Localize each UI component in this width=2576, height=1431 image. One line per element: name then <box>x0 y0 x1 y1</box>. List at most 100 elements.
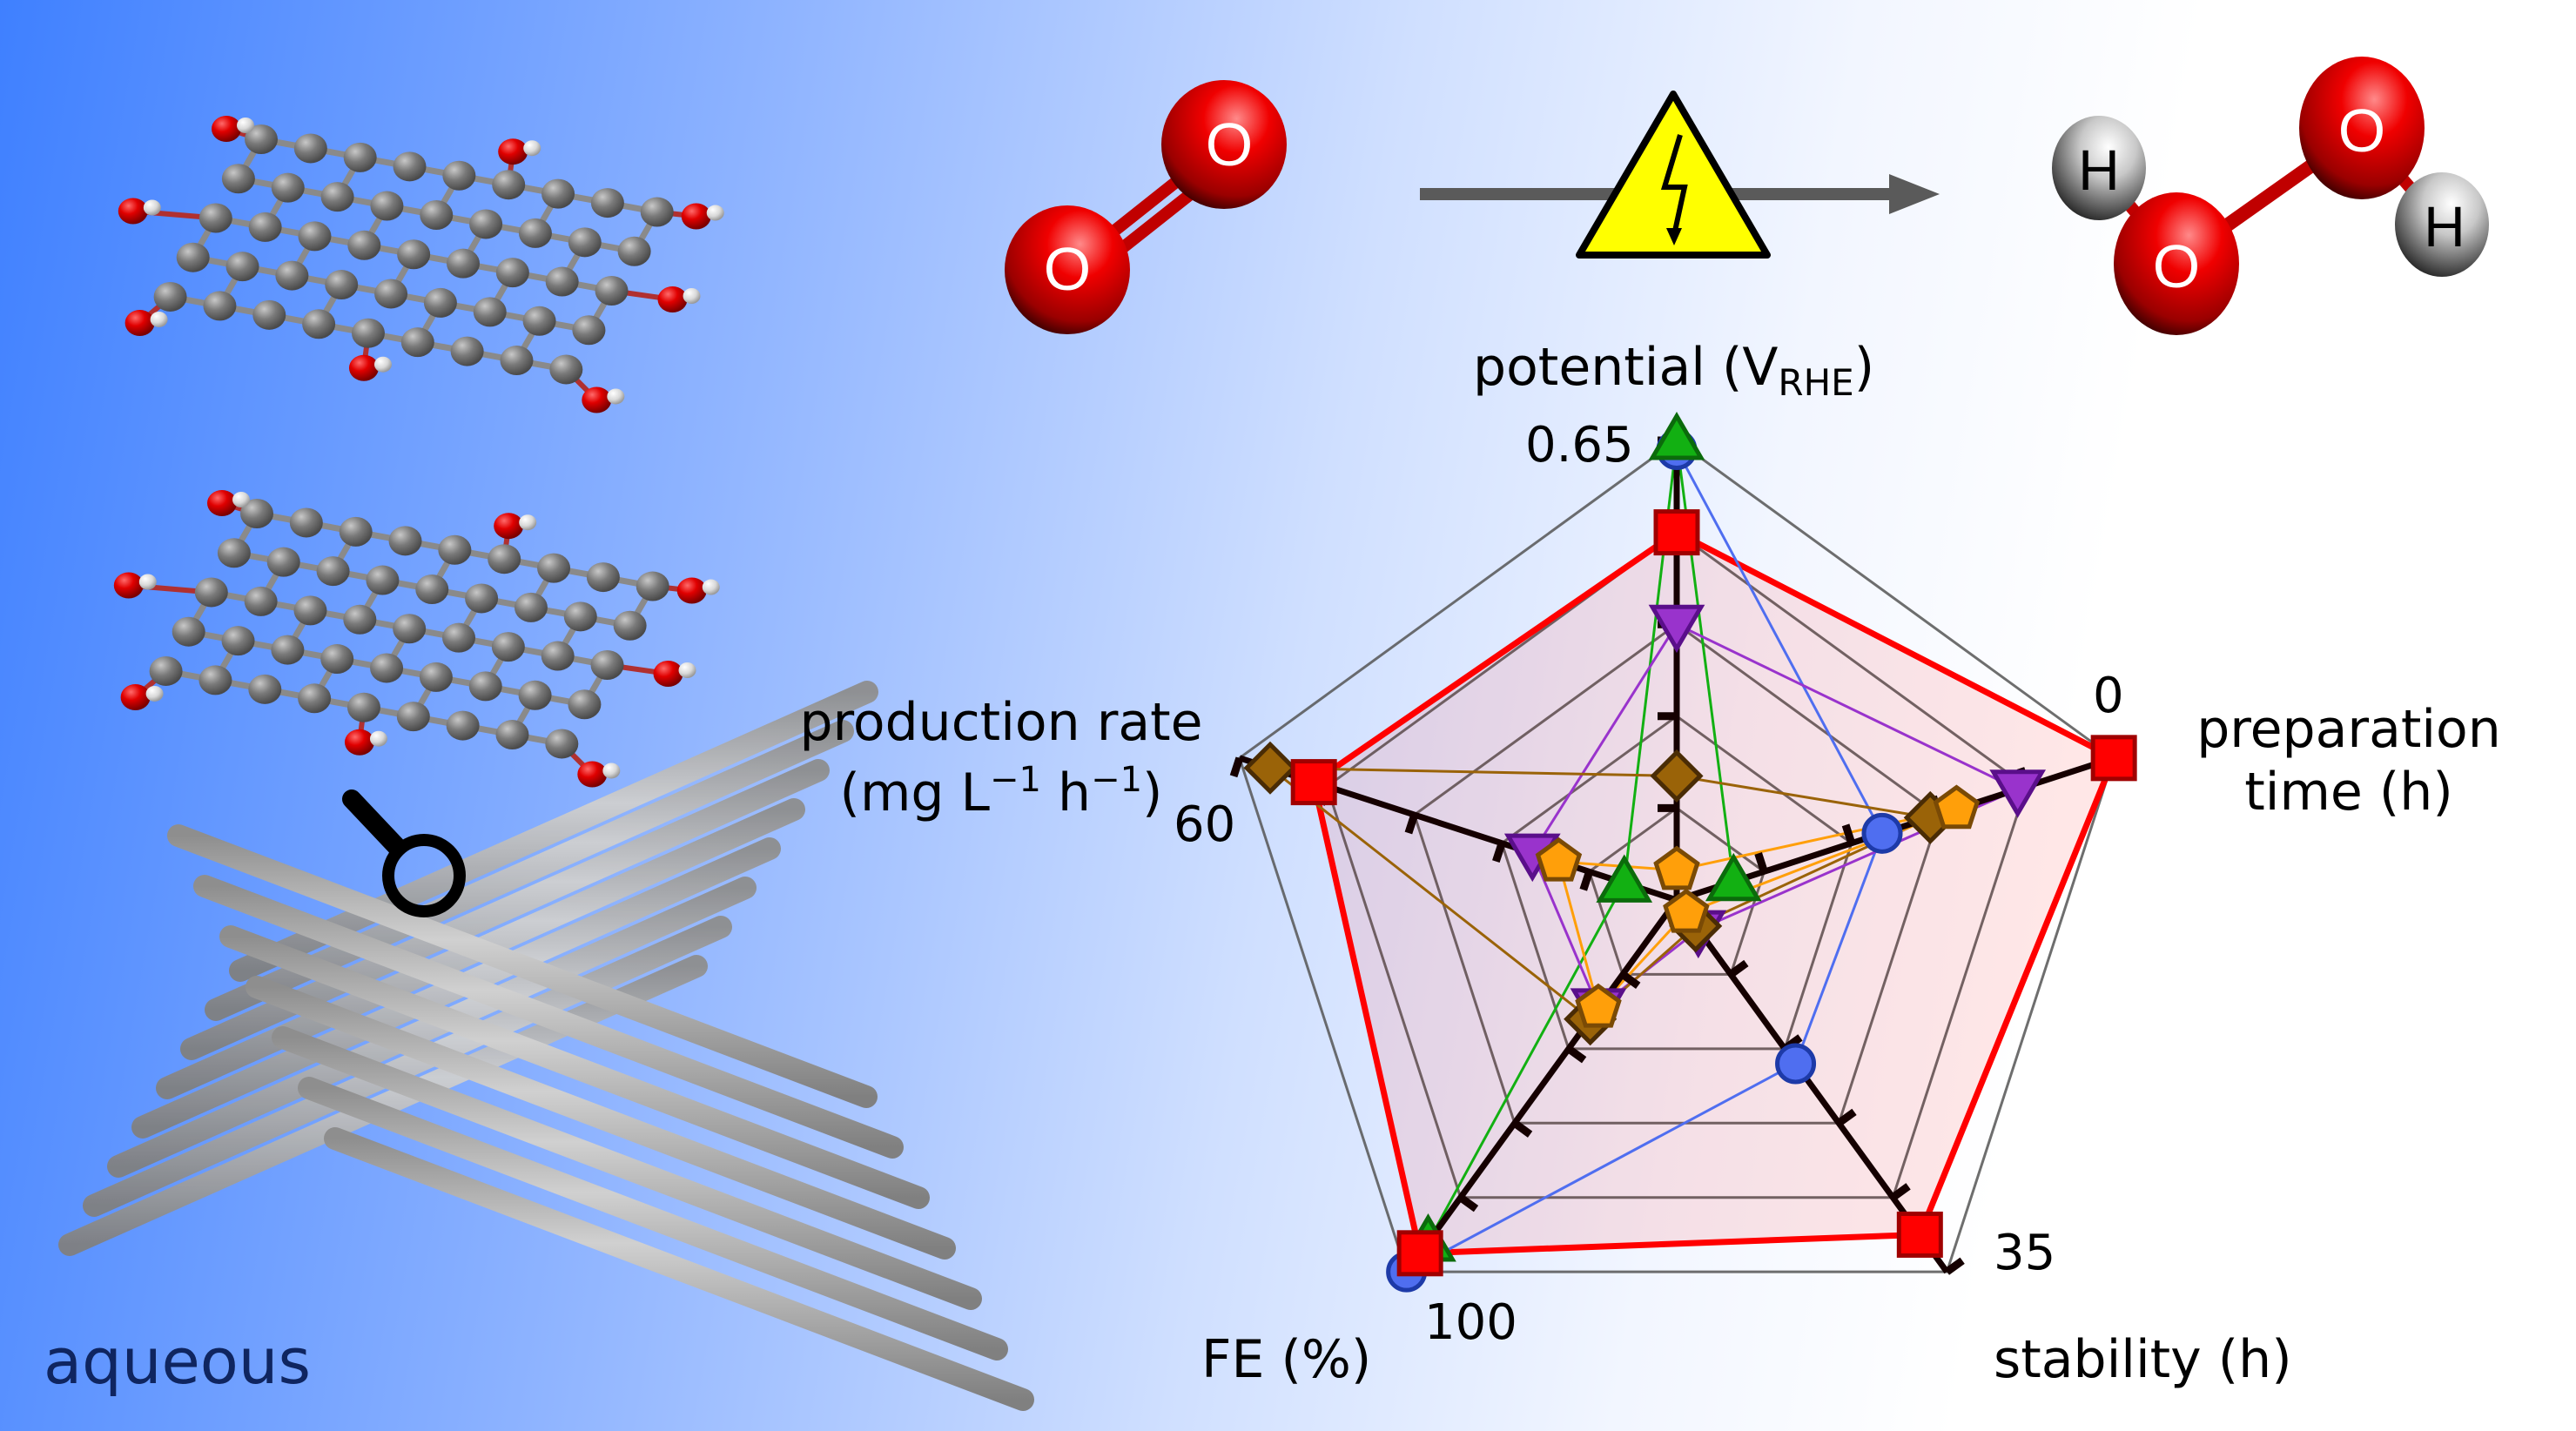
hydrogen-atom <box>2052 116 2146 220</box>
radar-markers <box>1243 412 2137 1293</box>
series-line-red-square <box>1312 529 1678 785</box>
carbon-atom <box>293 595 327 626</box>
carbon-atom <box>153 281 187 312</box>
carbon-atom <box>473 297 507 327</box>
carbon-atom <box>289 507 323 538</box>
series-line-orange-pentagon <box>1557 861 1600 1009</box>
carbon-atom <box>442 160 476 191</box>
mesh-rod <box>193 875 904 1159</box>
grid-ring <box>1500 714 1853 1051</box>
tick-label-potential: 0.65 <box>1525 417 1634 474</box>
carbon-atom <box>590 650 624 680</box>
carbon-atom <box>240 499 273 528</box>
hydrogen-atom <box>602 763 621 779</box>
series-line-red-square <box>1675 529 2115 761</box>
hydrogen-atom <box>683 288 701 304</box>
hydrogen-atom <box>702 579 720 595</box>
mesh-rod <box>219 925 930 1209</box>
carbon-atom <box>450 336 484 366</box>
carbon-atom <box>586 562 620 593</box>
series-line-brown-diamond <box>1676 774 1931 819</box>
carbon-fiber-mesh <box>58 681 1034 1411</box>
axis-tick <box>1458 1194 1479 1213</box>
atoms <box>113 490 720 788</box>
axis-tick <box>1492 842 1506 863</box>
carbon-atom <box>541 178 575 209</box>
marker-orange-pentagon-preparation <box>1933 784 1981 830</box>
carbon-atom <box>495 258 529 288</box>
carbon-atom <box>595 276 629 306</box>
marker-red-square-stability <box>1896 1211 1943 1258</box>
carbon-atom <box>495 720 529 750</box>
axis-tick <box>1404 813 1418 835</box>
marker-orange-pentagon-stability <box>1663 888 1710 933</box>
carbon-atom <box>563 601 597 632</box>
carbon-atom <box>320 644 354 675</box>
marker-brown-diamond-production <box>1243 741 1297 795</box>
carbon-atom <box>320 182 354 212</box>
mesh-rod <box>83 916 732 1217</box>
marker-blue-circle-preparation <box>1861 812 1903 854</box>
axis-line-fe <box>1403 897 1679 1274</box>
marker-red-square-preparation <box>2090 735 2137 782</box>
carbon-atom <box>271 635 305 665</box>
series-line-blue-circle <box>1675 448 1884 835</box>
series-line-blue-circle <box>1794 832 1884 1065</box>
carbon-atom <box>568 227 602 258</box>
carbon-atom <box>149 655 183 686</box>
carbon-atom <box>293 133 327 164</box>
axis-tick <box>1754 852 1768 873</box>
carbon-atom <box>275 260 309 291</box>
grid-ring <box>1412 622 1941 1125</box>
mesh-rod <box>167 824 878 1108</box>
carbon-atom <box>248 674 282 704</box>
carbon-atom <box>351 318 385 348</box>
axis-label-stability: stability (h) <box>1994 1329 2292 1390</box>
carbon-atom <box>245 124 278 154</box>
oxygen-atom <box>120 683 151 710</box>
carbon-atom <box>419 662 453 692</box>
mesh-rod <box>107 877 757 1178</box>
carbon-atom <box>396 702 430 732</box>
oxygen-atom <box>577 761 608 788</box>
oxygen-atom <box>118 198 148 225</box>
series-line-red-square <box>1917 756 2117 1236</box>
carbon-atom <box>366 565 400 595</box>
hydrogen-atom <box>519 514 537 531</box>
axis-label-production: production rate (mg L−1 h−1) <box>799 692 1203 823</box>
carbon-atom <box>522 306 556 336</box>
hydrogen-atom <box>138 574 157 590</box>
hydrogen-atom <box>678 662 696 678</box>
carbon-atom <box>636 571 669 601</box>
axis-label-fe: FE (%) <box>1201 1329 1372 1390</box>
carbon-atom <box>537 553 571 583</box>
carbon-atom <box>271 172 305 203</box>
carbon-atom <box>518 680 552 710</box>
carbon-atom <box>339 516 373 547</box>
radar-series <box>1269 440 2117 1273</box>
marker-brown-diamond-potential <box>1650 749 1704 803</box>
axis-line-stability <box>1674 897 1950 1274</box>
carbon-atom <box>488 544 521 574</box>
mesh-rod <box>272 1026 982 1310</box>
oxygen-atom <box>498 138 528 165</box>
tick-label-preparation: 0 <box>2093 668 2124 724</box>
carbon-atom <box>613 610 647 641</box>
axis-label-potential: potential (VRHE) <box>1473 337 1875 404</box>
marker-green-triangle-production <box>1596 854 1653 903</box>
carbon-atom <box>465 583 499 614</box>
mesh-rod <box>229 681 878 982</box>
carbon-atom <box>442 622 475 653</box>
series-line-brown-diamond <box>1269 766 1678 777</box>
series-line-green-triangle <box>1427 882 1626 1243</box>
atom-label: O <box>2153 232 2200 300</box>
carbon-atom <box>374 279 408 309</box>
oxygen-atom <box>207 490 237 516</box>
series-line-blue-circle <box>1405 1062 1797 1273</box>
carbon-atom <box>388 526 422 556</box>
mesh-rod <box>324 1127 1034 1411</box>
grid-ring <box>1238 439 2115 1273</box>
axis-tick <box>1620 971 1641 990</box>
oxygen-atom <box>124 309 155 336</box>
atom-label: O <box>1044 235 1091 303</box>
